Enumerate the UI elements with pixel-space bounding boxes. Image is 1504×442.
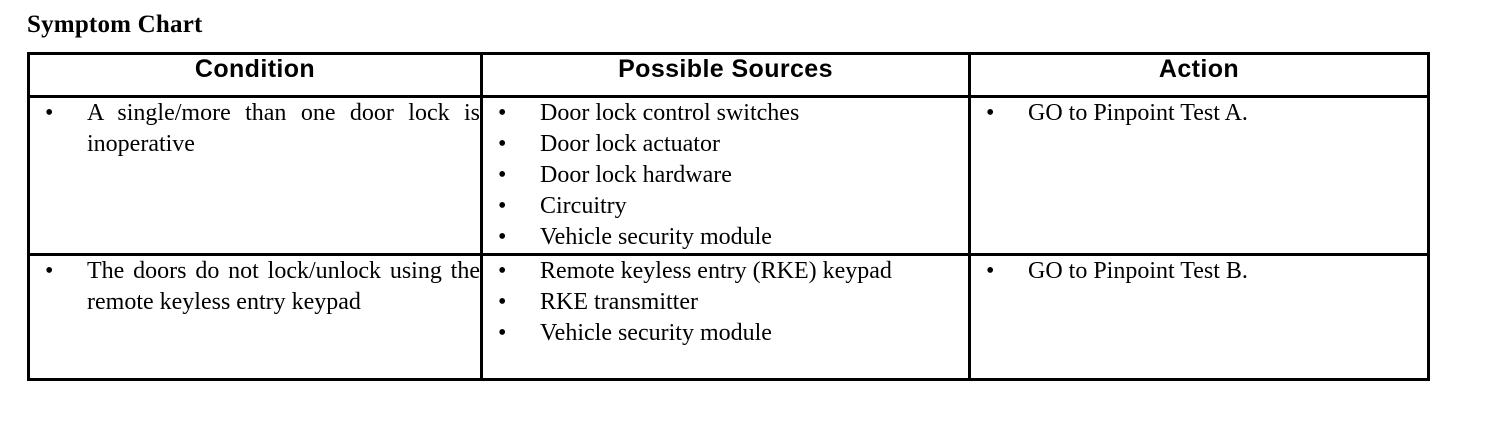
list-item-text: Remote keyless entry (RKE) keypad [540, 258, 892, 284]
list-item: • Circuitry [483, 191, 968, 222]
header-row: Condition Possible Sources Action [27, 52, 1430, 98]
table-row: • A single/more than one door lock is in… [27, 95, 1430, 256]
cell-condition: • The doors do not lock/unlock using the… [27, 253, 483, 381]
cell-action: • GO to Pinpoint Test B. [968, 253, 1430, 381]
bullet-icon: • [498, 131, 507, 157]
cell-action: • GO to Pinpoint Test A. [968, 95, 1430, 256]
list-item: • The doors do not lock/unlock using the… [30, 256, 480, 318]
list-item-text: Vehicle security module [540, 224, 772, 250]
bullet-icon: • [498, 320, 507, 346]
bullet-icon: • [498, 193, 507, 219]
list-item: • GO to Pinpoint Test B. [971, 256, 1427, 287]
list-item: • Door lock hardware [483, 160, 968, 191]
page-title: Symptom Chart [27, 11, 203, 38]
table-row: • The doors do not lock/unlock using the… [27, 253, 1430, 381]
list-item: • Door lock control switches [483, 98, 968, 129]
list-item-text: A single/more than one door lock is inop… [87, 100, 480, 157]
list-item-text: Door lock actuator [540, 131, 720, 157]
bullet-icon: • [45, 258, 54, 284]
list-item: • A single/more than one door lock is in… [30, 98, 480, 160]
bullet-icon: • [986, 100, 995, 126]
column-header-action: Action [968, 52, 1430, 98]
list-item-text: Door lock control switches [540, 100, 800, 126]
action-bullet-list: • GO to Pinpoint Test B. [971, 256, 1427, 287]
column-header-condition: Condition [27, 52, 483, 98]
bullet-icon: • [498, 100, 507, 126]
list-item: • Vehicle security module [483, 222, 968, 253]
bullet-icon: • [498, 258, 507, 284]
cell-possible-sources: • Remote keyless entry (RKE) keypad • RK… [480, 253, 971, 381]
table-body: • A single/more than one door lock is in… [27, 95, 1430, 381]
list-item-text: The doors do not lock/unlock using the r… [87, 258, 480, 315]
bullet-icon: • [498, 224, 507, 250]
list-item-text: Circuitry [540, 193, 627, 219]
list-item: • Door lock actuator [483, 129, 968, 160]
sources-bullet-list: • Remote keyless entry (RKE) keypad • RK… [483, 256, 968, 349]
cell-condition: • A single/more than one door lock is in… [27, 95, 483, 256]
bullet-icon: • [498, 289, 507, 315]
bullet-icon: • [45, 100, 54, 126]
condition-bullet-list: • A single/more than one door lock is in… [30, 98, 480, 160]
sources-bullet-list: • Door lock control switches • Door lock… [483, 98, 968, 253]
list-item-text: Vehicle security module [540, 320, 772, 346]
column-header-possible-sources: Possible Sources [480, 52, 971, 98]
list-item: • RKE transmitter [483, 287, 968, 318]
bullet-icon: • [986, 258, 995, 284]
list-item-text: GO to Pinpoint Test A. [1028, 100, 1248, 126]
table-header: Condition Possible Sources Action [27, 52, 1430, 98]
bullet-icon: • [498, 162, 507, 188]
list-item: • GO to Pinpoint Test A. [971, 98, 1427, 129]
symptom-chart-table: Condition Possible Sources Action • A si… [27, 52, 1430, 381]
action-bullet-list: • GO to Pinpoint Test A. [971, 98, 1427, 129]
cell-possible-sources: • Door lock control switches • Door lock… [480, 95, 971, 256]
list-item-text: RKE transmitter [540, 289, 698, 315]
list-item-text: GO to Pinpoint Test B. [1028, 258, 1248, 284]
list-item-text: Door lock hardware [540, 162, 732, 188]
condition-bullet-list: • The doors do not lock/unlock using the… [30, 256, 480, 318]
list-item: • Vehicle security module [483, 318, 968, 349]
list-item: • Remote keyless entry (RKE) keypad [483, 256, 968, 287]
